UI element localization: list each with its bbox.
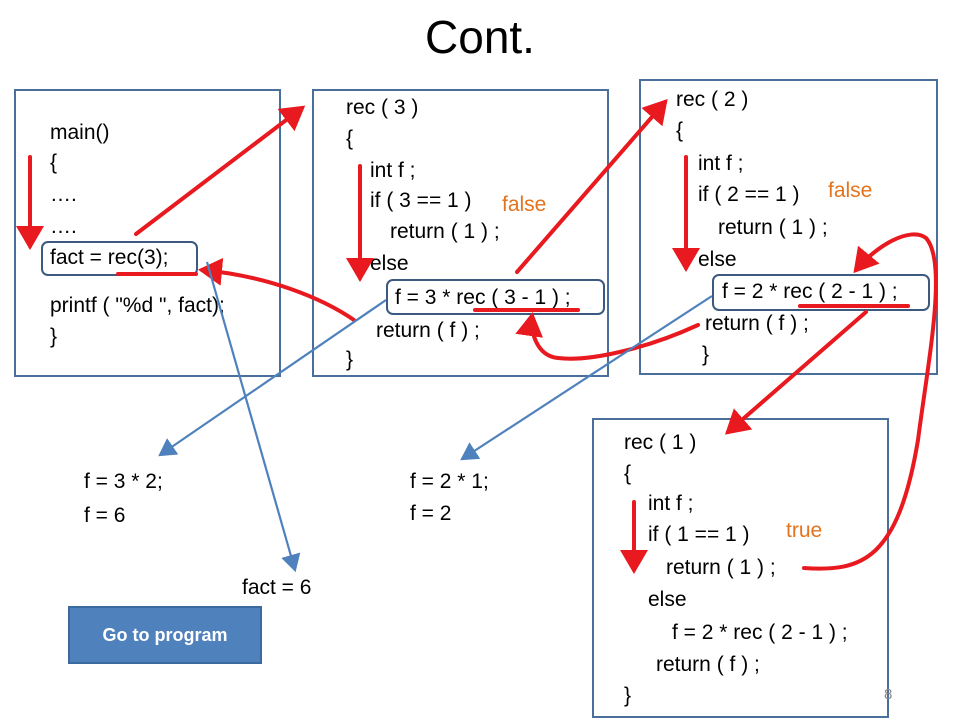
rec2-line-7: return ( f ) ; <box>705 312 809 335</box>
main-function-box <box>14 89 281 377</box>
slide-title: Cont. <box>425 11 535 63</box>
rec1-line-5: else <box>648 588 687 611</box>
return-rec1-to-rec2-arrow <box>802 232 938 571</box>
main-line-1: { <box>50 151 58 174</box>
rec2-condition-label: false <box>828 179 873 202</box>
call-rec3-arrow <box>134 105 306 236</box>
rec2-line-0: rec ( 2 ) <box>676 88 749 111</box>
page-number: 8 <box>884 686 893 703</box>
rec3-line-7: return ( f ) ; <box>376 319 480 342</box>
return-rec3-to-main-arrow <box>198 257 356 322</box>
main-line-5: printf ( "%d ", fact); <box>50 294 225 317</box>
rec2-line-1: { <box>676 119 684 142</box>
f2-eval-annotation: f = 2 * 1; <box>410 470 489 493</box>
rec2-line-4: return ( 1 ) ; <box>718 216 828 239</box>
rec1-line-6: f = 2 * rec ( 2 - 1 ) ; <box>672 621 848 644</box>
rec2-line-5: else <box>698 248 737 271</box>
return-rec2-to-rec3-arrow <box>515 312 700 361</box>
rec2-recursive-call-highlight <box>712 274 930 311</box>
call-rec2-arrow <box>515 98 668 274</box>
value-fact-arrow <box>205 261 301 573</box>
rec3-line-1: { <box>346 127 354 150</box>
rec2-function-box <box>639 79 938 375</box>
main-line-4: fact = rec(3); <box>50 246 169 269</box>
rec2-line-6: f = 2 * rec ( 2 - 1 ) ; <box>722 280 898 303</box>
rec1-line-4: return ( 1 ) ; <box>666 556 776 579</box>
rec1-line-2: int f ; <box>648 492 694 515</box>
main-line-6: } <box>50 325 58 348</box>
f3-eval-annotation: f = 3 * 2; <box>84 470 163 493</box>
rec2-line-3: if ( 2 == 1 ) <box>698 183 800 206</box>
value-f3-arrow <box>158 299 387 457</box>
rec3-function-box <box>312 89 609 377</box>
rec1-line-3: if ( 1 == 1 ) <box>648 523 750 546</box>
rec2-line-2: int f ; <box>698 152 744 175</box>
rec3-line-6: f = 3 * rec ( 3 - 1 ) ; <box>395 286 571 309</box>
rec3-line-5: else <box>370 252 409 275</box>
f2-result-annotation: f = 2 <box>410 502 452 525</box>
rec3-line-4: return ( 1 ) ; <box>390 220 500 243</box>
main-line-3: …. <box>50 215 77 238</box>
f3-result-annotation: f = 6 <box>84 504 126 527</box>
main-line-0: main() <box>50 121 110 144</box>
fact-result-annotation: fact = 6 <box>242 576 312 599</box>
rec3-line-8: } <box>346 348 354 371</box>
rec1-line-7: return ( f ) ; <box>656 653 760 676</box>
rec3-condition-label: false <box>502 193 547 216</box>
rec3-line-3: if ( 3 == 1 ) <box>370 189 472 212</box>
rec1-condition-label: true <box>786 519 823 542</box>
main-line-2: …. <box>50 183 77 206</box>
rec1-line-0: rec ( 1 ) <box>624 431 697 454</box>
rec2-line-8: } <box>702 343 710 366</box>
rec3-line-2: int f ; <box>370 159 416 182</box>
rec1-line-8: } <box>624 684 632 707</box>
rec3-recursive-call-highlight <box>386 279 605 315</box>
rec3-line-0: rec ( 3 ) <box>346 96 419 119</box>
value-f2-arrow <box>460 295 713 461</box>
call-rec1-arrow <box>724 310 868 435</box>
go-to-program-button[interactable]: Go to program <box>68 606 262 664</box>
rec1-line-1: { <box>624 462 632 485</box>
